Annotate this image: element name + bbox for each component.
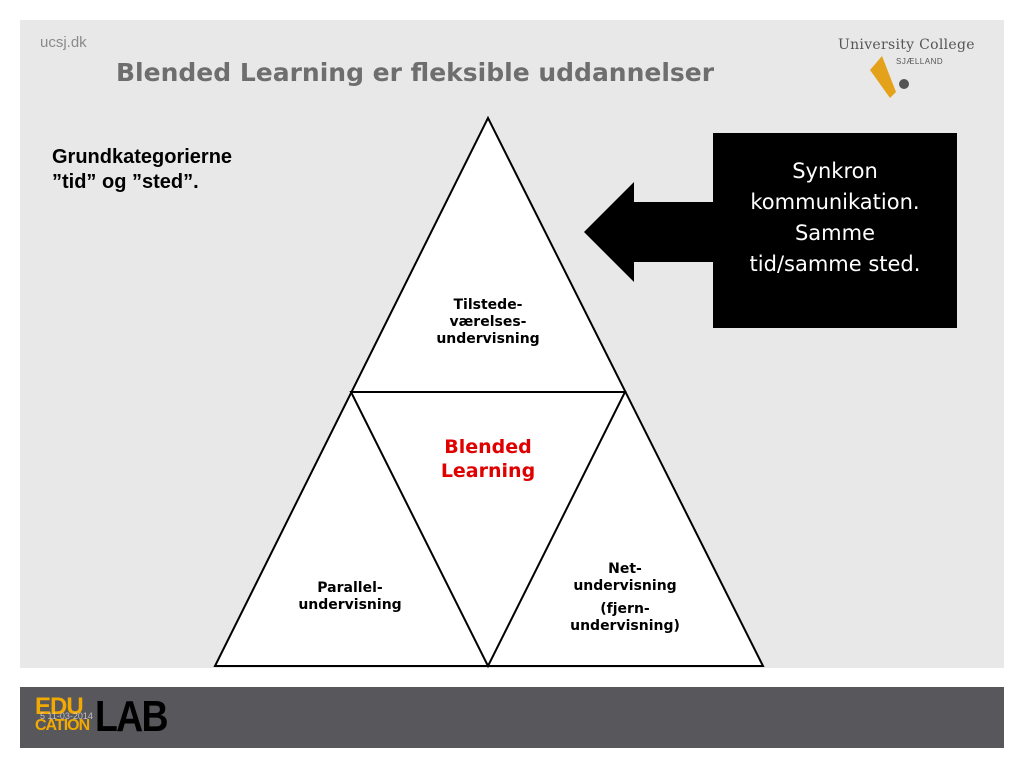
ucsj-mark-icon bbox=[870, 56, 909, 98]
pyramid-top-label: Tilstede- værelses- undervisning bbox=[436, 297, 540, 347]
logo-edu: EDU bbox=[35, 693, 84, 720]
intro-text: Grundkategorierne ”tid” og ”sted”. bbox=[52, 146, 233, 193]
pyramid-center bbox=[349, 391, 627, 669]
edulab-logo: EDU CATION LAB bbox=[35, 695, 185, 740]
left-arrow-icon bbox=[584, 182, 716, 282]
logo-subtitle: SJÆLLAND bbox=[896, 57, 944, 66]
site-url: ucsj.dk bbox=[40, 34, 87, 51]
callout-box: Synkron kommunikation. Samme tid/samme s… bbox=[713, 133, 957, 328]
logo-lab: LAB bbox=[95, 692, 168, 741]
pyramid-center-label: Blended Learning bbox=[440, 436, 536, 482]
slide-number-date: 5 11-03-2014 bbox=[40, 711, 93, 721]
pyramid-right-label: Net- undervisning (fjern- undervisning) bbox=[570, 561, 680, 634]
logo-name: University College bbox=[838, 37, 975, 53]
logo-cation: CATION bbox=[35, 717, 90, 734]
pyramid-left-label: Parallel- undervisning bbox=[298, 580, 402, 613]
footer-bar: EDU CATION LAB 5 11-03-2014 bbox=[20, 687, 1004, 748]
page-title: Blended Learning er fleksible uddannelse… bbox=[116, 58, 715, 87]
